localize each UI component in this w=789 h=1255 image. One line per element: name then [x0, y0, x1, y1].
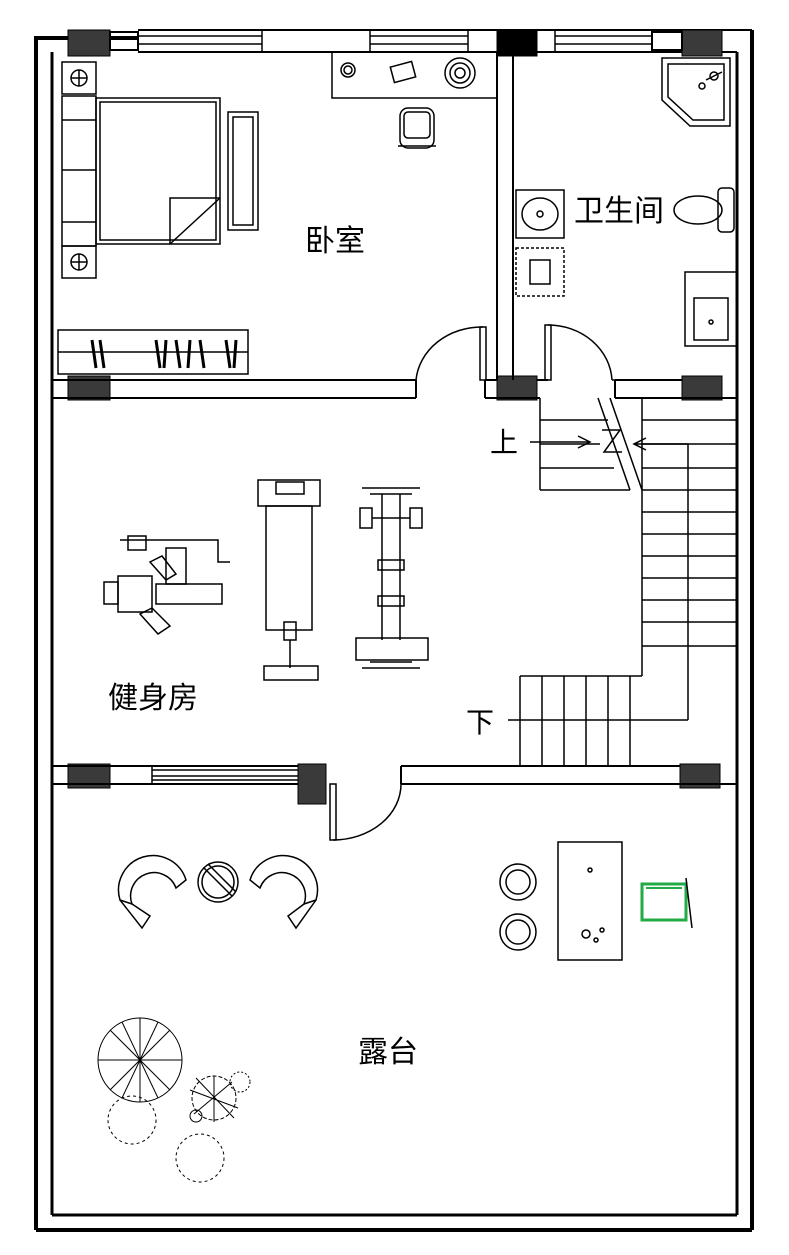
stair-label-up: 上: [490, 426, 518, 459]
terrace-door: [329, 783, 402, 841]
stair-label-down: 下: [466, 706, 494, 739]
bedroom-door: [415, 326, 487, 381]
bed: [61, 61, 221, 279]
terrace-lounge-chairs: [117, 854, 319, 930]
room-label-bathroom: 卫生间: [574, 194, 664, 229]
terrace-window: [151, 766, 298, 784]
green-chair: [640, 877, 693, 929]
interior-walls: [52, 52, 737, 785]
vanity: [684, 271, 738, 347]
weight-bench: [257, 479, 321, 681]
terrace-table: [557, 841, 623, 961]
room-label-bedroom: 卧室: [305, 224, 365, 259]
desk-chair: [398, 107, 436, 149]
bathroom-door: [544, 324, 615, 381]
staircase: [508, 397, 737, 766]
terrace-plants: [97, 1017, 251, 1183]
barbell-rack: [355, 487, 429, 669]
room-label-terrace: 露台: [358, 1035, 418, 1070]
terrace-stools: [499, 863, 537, 951]
shower: [661, 57, 731, 127]
room-label-gym: 健身房: [108, 681, 198, 716]
desk: [331, 51, 498, 99]
wardrobe: [57, 329, 249, 375]
top-windows: [138, 30, 652, 52]
multi-gym-machine: [103, 535, 230, 635]
toilet: [673, 187, 735, 233]
bath-sink: [515, 189, 565, 297]
bench: [227, 111, 259, 231]
